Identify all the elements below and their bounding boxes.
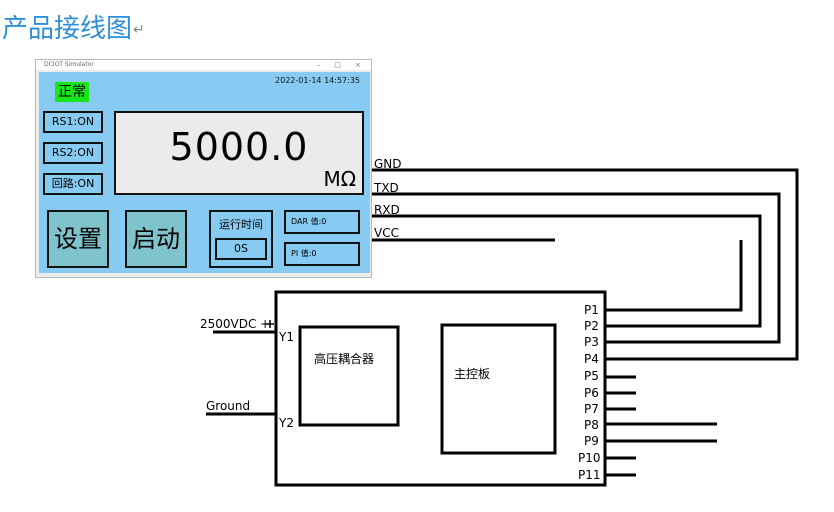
reading-display: 5000.0 MΩ — [114, 111, 364, 195]
wire-rxd — [370, 214, 762, 328]
pi-value: PI 值:0 — [284, 242, 360, 266]
start-button[interactable]: 启动 — [125, 210, 187, 268]
signal-gnd: GND — [374, 157, 402, 171]
pin-label-p3: P3 — [584, 335, 599, 349]
return-mark-icon: ↵ — [133, 21, 145, 38]
simulator-panel: 正常 2022-01-14 14:57:35 RS1:ON RS2:ON 回路:… — [39, 72, 370, 273]
runtime-panel: 运行时间 0S — [209, 210, 273, 268]
coupler-label: 高压耦合器 — [314, 352, 375, 366]
simulator-window: DCIOT Simulator – □ × 正常 2022-01-14 14:5… — [35, 59, 372, 278]
rs2-status: RS2:ON — [43, 142, 103, 164]
input-2500vdc-label: 2500VDC + — [200, 317, 271, 331]
input-ground-label: Ground — [206, 399, 251, 413]
pin-label-p7: P7 — [584, 402, 599, 416]
runtime-value: 0S — [215, 238, 267, 260]
dar-value: DAR 值:0 — [284, 210, 360, 234]
port-y1: Y1 — [279, 330, 294, 344]
settings-button[interactable]: 设置 — [47, 210, 109, 268]
pin-label-p5: P5 — [584, 369, 599, 383]
port-y2: Y2 — [279, 416, 294, 430]
wire-txd — [370, 192, 781, 344]
signal-txd: TXD — [374, 181, 399, 195]
controller-box — [440, 323, 557, 455]
signal-vcc: VCC — [374, 226, 399, 240]
signal-rxd: RXD — [374, 203, 400, 217]
page-title-text: 产品接线图 — [2, 14, 133, 44]
simulator-window-title: DCIOT Simulator — [44, 61, 94, 68]
main-unit-box — [274, 290, 607, 487]
coupler-box — [298, 325, 400, 427]
pin-label-p4: P4 — [584, 352, 599, 366]
pin-label-p8: P8 — [584, 418, 599, 432]
runtime-label: 运行时间 — [219, 218, 263, 231]
pin-label-p10: P10 — [578, 451, 601, 465]
status-badge: 正常 — [55, 82, 89, 102]
wire-vcc-drop — [605, 240, 743, 312]
pin-label-p2: P2 — [584, 319, 599, 333]
pin-label-p1: P1 — [584, 303, 599, 317]
window-controls-icon[interactable]: – □ × — [316, 61, 367, 69]
simulator-titlebar: DCIOT Simulator – □ × — [36, 60, 371, 70]
reading-unit: MΩ — [323, 167, 356, 191]
controller-label: 主控板 — [454, 367, 491, 381]
pin-label-p9: P9 — [584, 434, 599, 448]
loop-status: 回路:ON — [43, 173, 103, 195]
page-title: 产品接线图↵ — [2, 8, 145, 45]
pin-label-p6: P6 — [584, 386, 599, 400]
resistance-reading: 5000.0 — [169, 125, 309, 169]
rs1-status: RS1:ON — [43, 111, 103, 133]
wire-gnd — [370, 168, 799, 361]
pin-label-p11: P11 — [578, 468, 601, 482]
timestamp: 2022-01-14 14:57:35 — [275, 76, 360, 85]
